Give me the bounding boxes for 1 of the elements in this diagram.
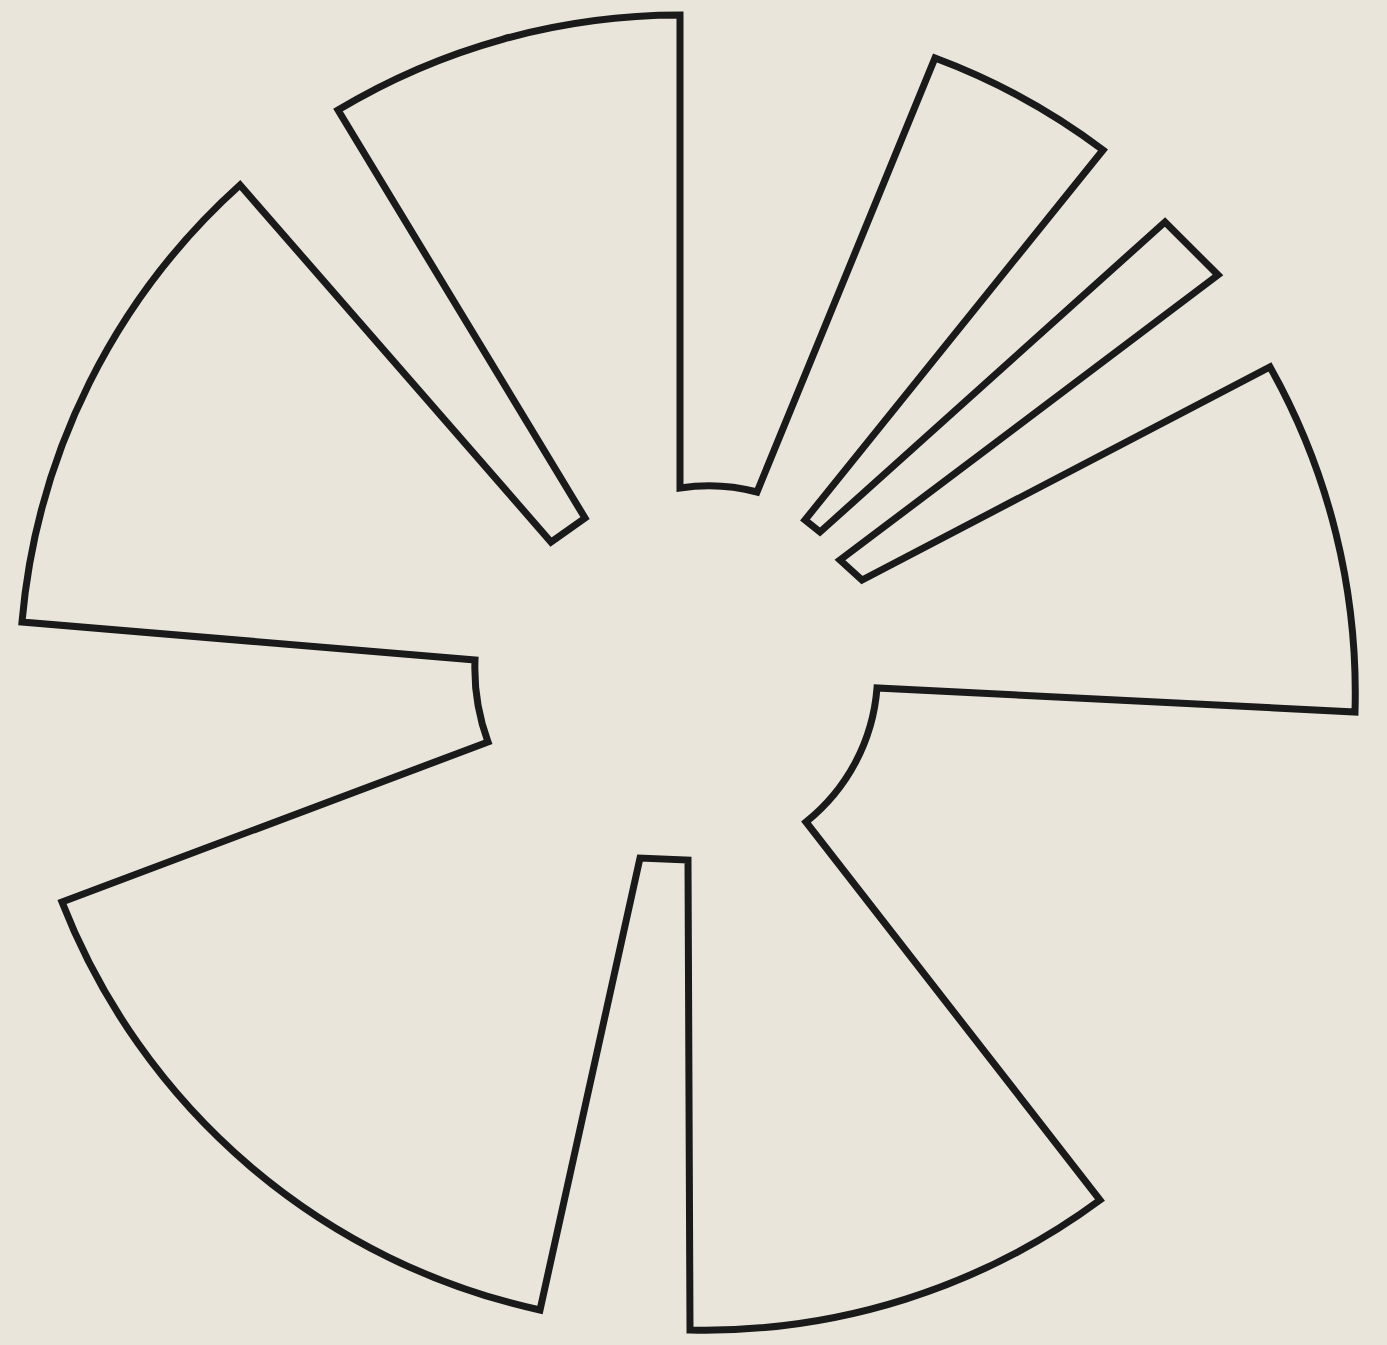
notched-disc-drawing [18, 11, 1359, 1334]
